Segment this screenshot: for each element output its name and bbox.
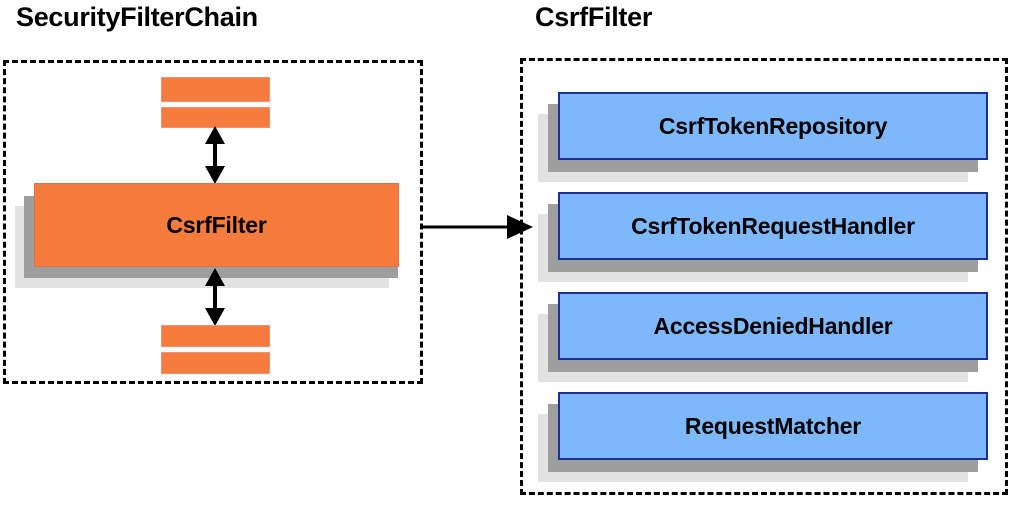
card-label: CsrfTokenRequestHandler <box>631 212 915 239</box>
card-label: RequestMatcher <box>684 412 862 439</box>
card-face[interactable]: RequestMatcher <box>558 392 988 460</box>
filter-stub-bottom-1 <box>161 325 270 347</box>
card-face[interactable]: AccessDeniedHandler <box>558 292 988 360</box>
card-label: CsrfTokenRepository <box>658 112 888 139</box>
card-face[interactable]: CsrfFilter <box>34 183 399 267</box>
filter-stub-top-1 <box>161 77 270 102</box>
connector-arrow-expand <box>423 212 533 242</box>
card-collaborator[interactable]: AccessDeniedHandler <box>538 292 998 382</box>
group-csrf-filter-collaborators <box>520 58 1008 495</box>
connector-arrow-top <box>200 126 230 184</box>
card-face[interactable]: CsrfTokenRequestHandler <box>558 192 988 260</box>
card-collaborator[interactable]: CsrfTokenRequestHandler <box>538 192 998 282</box>
card-face[interactable]: CsrfTokenRepository <box>558 92 988 160</box>
card-csrf-filter[interactable]: CsrfFilter <box>15 183 409 288</box>
card-label: CsrfFilter <box>166 211 267 238</box>
card-collaborator[interactable]: RequestMatcher <box>538 392 998 482</box>
connector-arrow-bottom <box>200 268 230 326</box>
page-title-security-filter-chain: SecurityFilterChain <box>16 2 258 32</box>
page-title-csrf-filter: CsrfFilter <box>535 2 653 32</box>
group-security-filter-chain <box>3 60 423 384</box>
card-label: AccessDeniedHandler <box>653 312 893 339</box>
filter-stub-bottom-2 <box>161 352 270 374</box>
filter-stub-top-2 <box>161 107 270 128</box>
card-collaborator[interactable]: CsrfTokenRepository <box>538 92 998 182</box>
